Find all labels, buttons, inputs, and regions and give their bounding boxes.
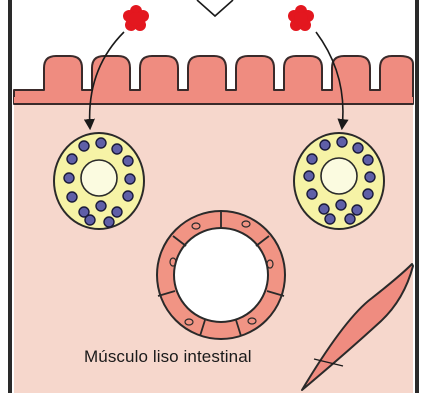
vessel-lumen [174,228,268,322]
mast-cell-left [54,133,144,229]
epithelium-inner-layer [14,97,413,104]
red-particle-left-icon [123,5,149,31]
nucleus [321,158,357,194]
top-diamond-icon [197,0,233,16]
mast-cell-right [294,133,384,229]
nucleus [81,160,117,196]
frame-right-border [415,0,419,393]
frame-left-border [8,0,12,393]
intestinal-epithelium [14,56,413,104]
blood-vessel [157,211,285,339]
red-particle-right-icon [288,5,314,31]
smooth-muscle-label: Músculo liso intestinal [84,347,252,367]
